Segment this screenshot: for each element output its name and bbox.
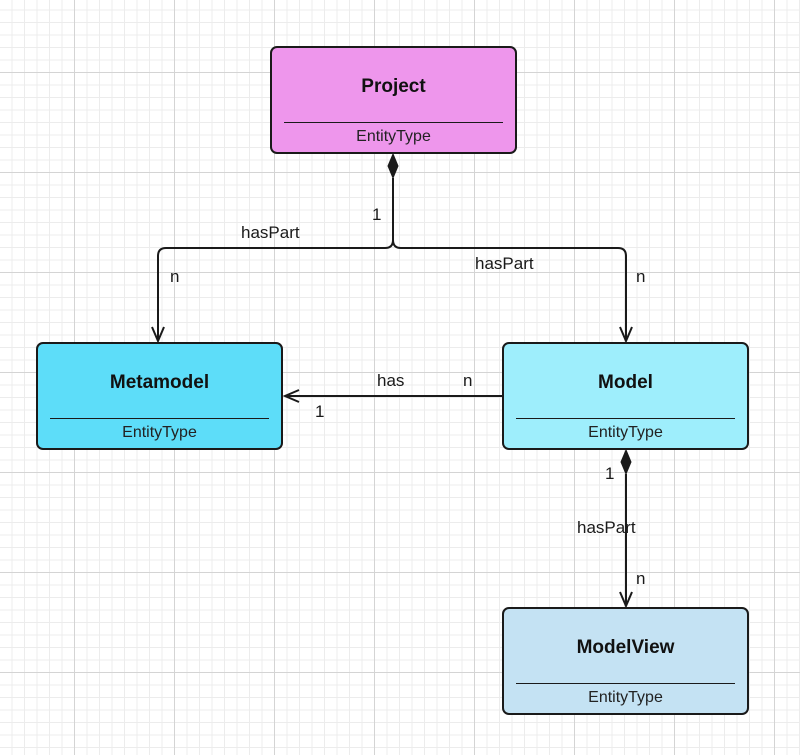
edge-label-project-metamodel: hasPart: [241, 223, 300, 242]
entity-stereotype: EntityType: [588, 424, 663, 441]
entity-stereotype: EntityType: [122, 424, 197, 441]
multiplicity-project-source: 1: [372, 205, 382, 224]
entity-stereotype: EntityType: [588, 689, 663, 706]
entity-name: Metamodel: [109, 372, 210, 393]
multiplicity-metamodel-target: n: [170, 267, 180, 286]
edge-label-model-modelview: hasPart: [577, 518, 636, 537]
multiplicity-model-source: n: [463, 371, 473, 390]
entity-stereotype: EntityType: [356, 128, 431, 145]
arrowhead-metamodel-right: [282, 389, 300, 403]
entity-name: Model: [598, 372, 653, 393]
arrowhead-metamodel-top: [151, 326, 165, 344]
multiplicity-metamodel-target-has: 1: [315, 402, 325, 421]
entity-divider: [516, 683, 735, 684]
entity-name: ModelView: [576, 637, 675, 658]
entity-modelview[interactable]: ModelView EntityType: [502, 607, 749, 715]
arrowhead-modelview-top: [619, 591, 633, 609]
entity-name: Project: [361, 76, 426, 97]
edge-label-project-model: hasPart: [475, 254, 534, 273]
entity-divider: [516, 418, 735, 419]
entity-project[interactable]: Project EntityType: [270, 46, 517, 154]
multiplicity-model-target: n: [636, 267, 646, 286]
composition-diamond-project: [387, 152, 399, 180]
edge-label-model-metamodel: has: [377, 371, 405, 390]
multiplicity-model-composition-source: 1: [605, 464, 615, 483]
entity-divider: [284, 122, 503, 123]
multiplicity-modelview-target: n: [636, 569, 646, 588]
entity-divider: [50, 418, 269, 419]
edge-project-model[interactable]: [392, 239, 627, 340]
entity-model[interactable]: Model EntityType: [502, 342, 749, 450]
entity-metamodel[interactable]: Metamodel EntityType: [36, 342, 283, 450]
arrowhead-model-top: [619, 326, 633, 344]
composition-diamond-model: [620, 448, 632, 476]
edge-project-metamodel[interactable]: [157, 178, 394, 340]
